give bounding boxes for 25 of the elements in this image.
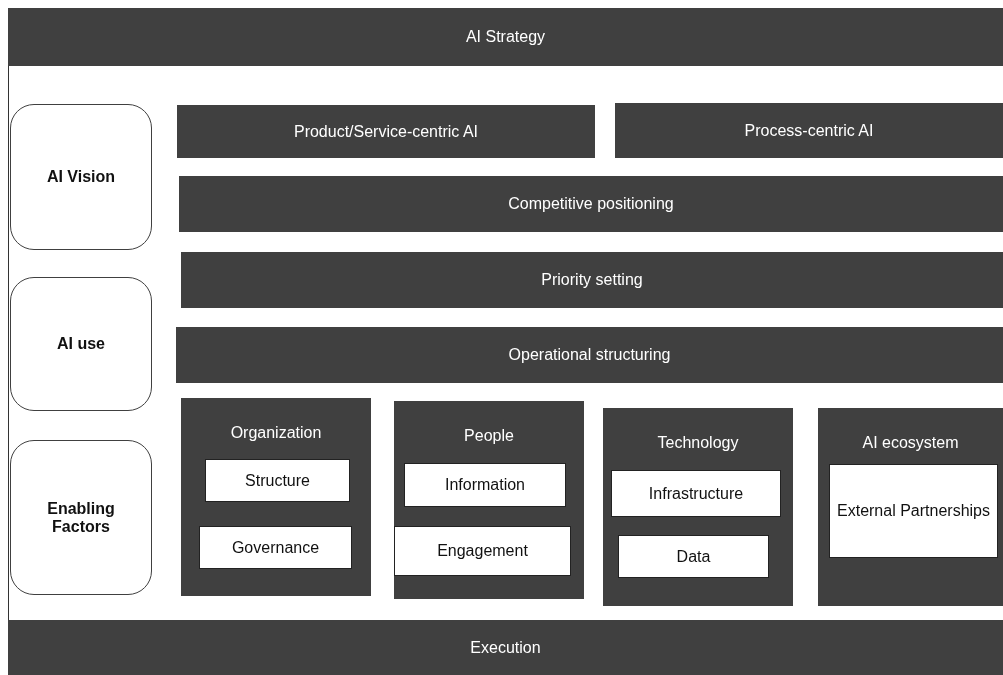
layer-bar: Process-centric AI xyxy=(615,103,1003,158)
panel-heading: AI ecosystem xyxy=(861,434,960,452)
layer-bar: Priority setting xyxy=(181,252,1003,308)
layer-bar: Operational structuring xyxy=(176,327,1003,383)
rounded-label-box: AI Vision xyxy=(10,104,152,250)
factor-panel xyxy=(394,401,584,599)
factor-panel xyxy=(603,408,793,606)
layer-bar: AI Strategy xyxy=(8,8,1003,66)
layer-bar: Product/Service-centric AI xyxy=(177,105,595,158)
factor-item-box: Structure xyxy=(205,459,350,502)
factor-panel xyxy=(181,398,371,596)
panel-heading: People xyxy=(463,427,515,445)
layer-bar: Execution xyxy=(8,620,1003,675)
panel-heading: Technology xyxy=(656,434,740,452)
layer-bar: Competitive positioning xyxy=(179,176,1003,232)
factor-item-box: Governance xyxy=(199,526,352,569)
factor-panel xyxy=(818,408,1003,606)
rounded-label-box: Enabling Factors xyxy=(10,440,152,595)
rounded-label-box: AI use xyxy=(10,277,152,411)
factor-item-box: Engagement xyxy=(394,526,571,576)
panel-heading: Organization xyxy=(229,424,323,442)
factor-item-box: Information xyxy=(404,463,566,507)
factor-item-box: Infrastructure xyxy=(611,470,781,517)
factor-item-box: External Partnerships xyxy=(829,464,998,558)
factor-item-box: Data xyxy=(618,535,769,578)
